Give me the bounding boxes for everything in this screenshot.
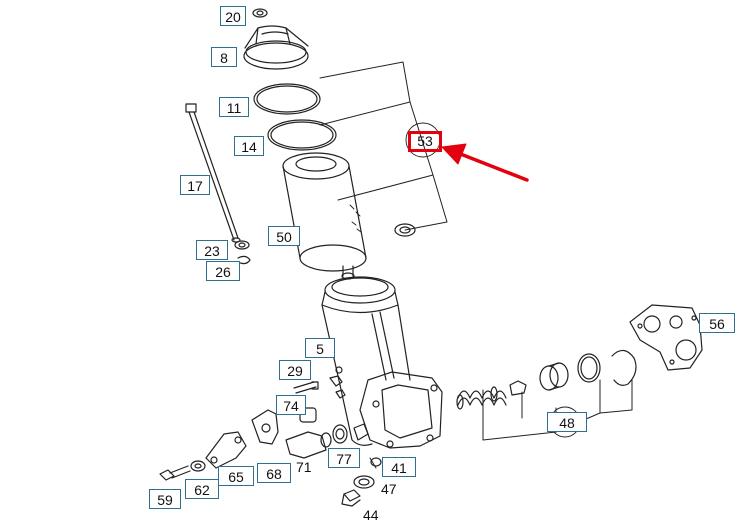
long-bolt-part (185, 103, 241, 243)
plug-parts (341, 457, 382, 507)
callout-77[interactable]: 77 (328, 448, 360, 468)
callout-62[interactable]: 62 (185, 479, 219, 499)
bracket-bolt-parts (159, 431, 247, 481)
callout-53[interactable]: 53 (408, 131, 442, 152)
callout-14[interactable]: 14 (234, 136, 264, 156)
gasket-part (629, 304, 703, 371)
callout-50[interactable]: 50 (268, 226, 300, 246)
leader-lines (319, 61, 633, 469)
washer-clip-parts (234, 240, 251, 265)
callout-23[interactable]: 23 (196, 240, 228, 260)
callout-8[interactable]: 8 (211, 47, 237, 67)
label-47[interactable]: 47 (381, 481, 397, 497)
filter-cap-part (243, 8, 309, 70)
callout-56[interactable]: 56 (699, 313, 735, 333)
callout-59[interactable]: 59 (149, 489, 181, 509)
lower-fitting-parts (251, 381, 369, 459)
callout-5[interactable]: 5 (305, 338, 335, 358)
callout-68[interactable]: 68 (257, 463, 291, 483)
callout-17[interactable]: 17 (180, 175, 210, 195)
red-arrow-icon (441, 143, 529, 182)
valve-assembly-parts (456, 349, 637, 438)
seal-ring-53-part (394, 122, 441, 237)
filter-element-part (282, 152, 367, 280)
filter-housing-part (321, 276, 443, 449)
label-71[interactable]: 71 (296, 459, 312, 475)
callout-29[interactable]: 29 (279, 360, 311, 380)
callout-41[interactable]: 41 (382, 457, 416, 477)
callout-65[interactable]: 65 (218, 466, 254, 486)
callout-26[interactable]: 26 (206, 261, 240, 281)
o-ring-parts (253, 83, 337, 151)
callout-11[interactable]: 11 (219, 97, 249, 117)
callout-74[interactable]: 74 (276, 395, 306, 415)
label-44[interactable]: 44 (363, 507, 379, 523)
callout-48[interactable]: 48 (547, 412, 587, 432)
callout-20[interactable]: 20 (220, 6, 246, 26)
